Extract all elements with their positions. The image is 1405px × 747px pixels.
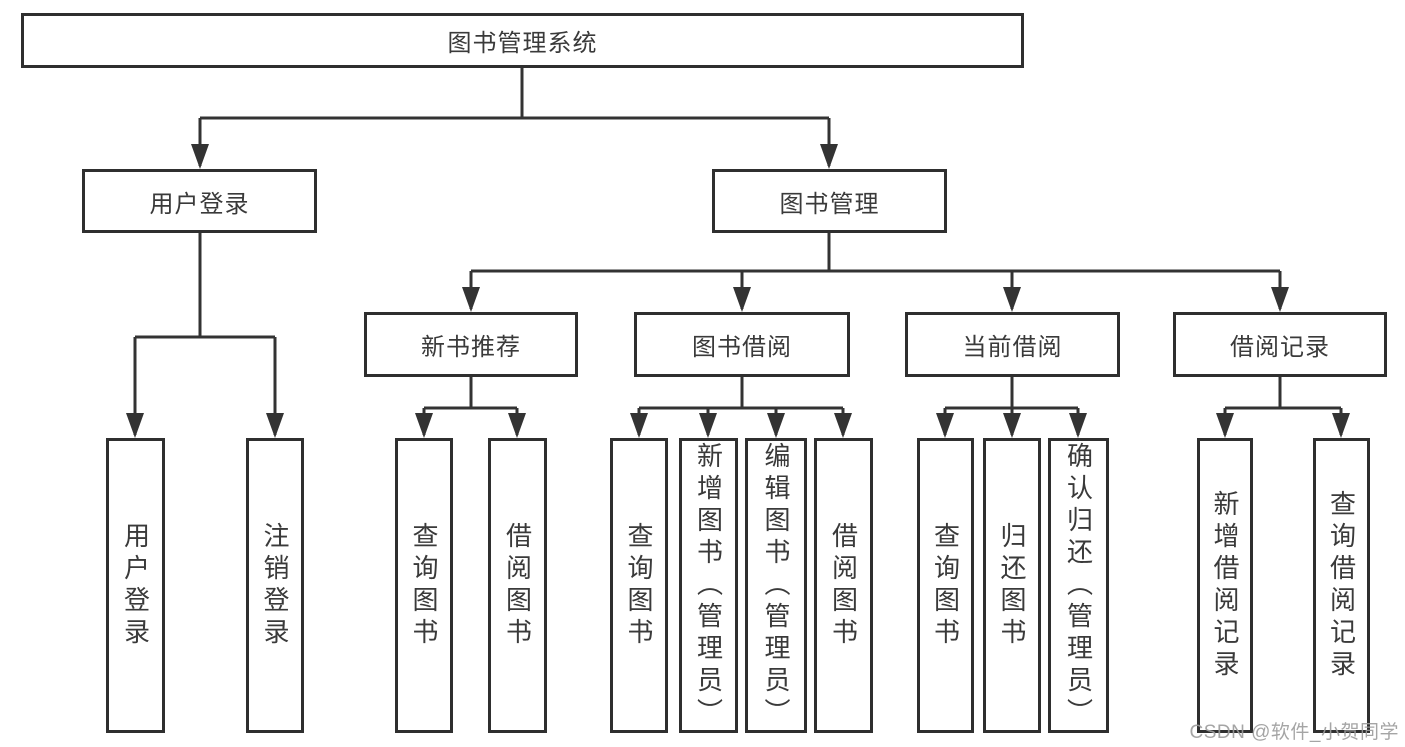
leaf-query-books: 查询图书 [610, 438, 668, 733]
node-user-login: 用户登录 [82, 169, 317, 233]
leaf-label: 新增图书（管理员） [693, 441, 724, 730]
leaf-edit-books-admin: 编辑图书（管理员） [745, 438, 807, 733]
leaf-label: 查询图书 [624, 521, 654, 650]
leaf-label: 查询借阅记录 [1326, 489, 1357, 682]
leaf-query-borrow-record: 查询借阅记录 [1313, 438, 1370, 733]
leaf-label: 用户登录 [120, 521, 151, 650]
tree-edges [133, 68, 1343, 435]
leaf-label: 归还图书 [997, 521, 1027, 650]
leaf-label: 注销登录 [260, 521, 290, 650]
leaf-add-books-admin: 新增图书（管理员） [679, 438, 738, 733]
leaf-label: 借阅图书 [502, 521, 533, 650]
leaf-borrow-books: 借阅图书 [814, 438, 873, 733]
leaf-return-books: 归还图书 [983, 438, 1041, 733]
leaf-label: 新增借阅记录 [1210, 489, 1240, 682]
leaf-query-books: 查询图书 [917, 438, 974, 733]
node-book-management: 图书管理 [712, 169, 947, 233]
leaf-confirm-return-admin: 确认归还（管理员） [1048, 438, 1109, 733]
node-book-borrowing: 图书借阅 [634, 312, 850, 377]
leaf-label: 借阅图书 [828, 521, 859, 650]
leaf-query-books: 查询图书 [395, 438, 453, 733]
node-current-borrowing: 当前借阅 [905, 312, 1120, 377]
leaf-logout: 注销登录 [246, 438, 304, 733]
node-book-management-system: 图书管理系统 [21, 13, 1024, 68]
node-borrowing-records: 借阅记录 [1173, 312, 1387, 377]
leaf-add-borrow-record: 新增借阅记录 [1197, 438, 1253, 733]
leaf-borrow-books: 借阅图书 [488, 438, 547, 733]
leaf-user-login: 用户登录 [106, 438, 165, 733]
node-new-book-recommend: 新书推荐 [364, 312, 578, 377]
leaf-label: 查询图书 [930, 521, 961, 650]
csdn-watermark: CSDN @软件_小贺同学 [1189, 722, 1399, 743]
leaf-label: 编辑图书（管理员） [761, 441, 791, 730]
leaf-label: 查询图书 [409, 521, 439, 650]
leaf-label: 确认归还（管理员） [1063, 441, 1094, 730]
arrow-heads [126, 144, 1350, 438]
